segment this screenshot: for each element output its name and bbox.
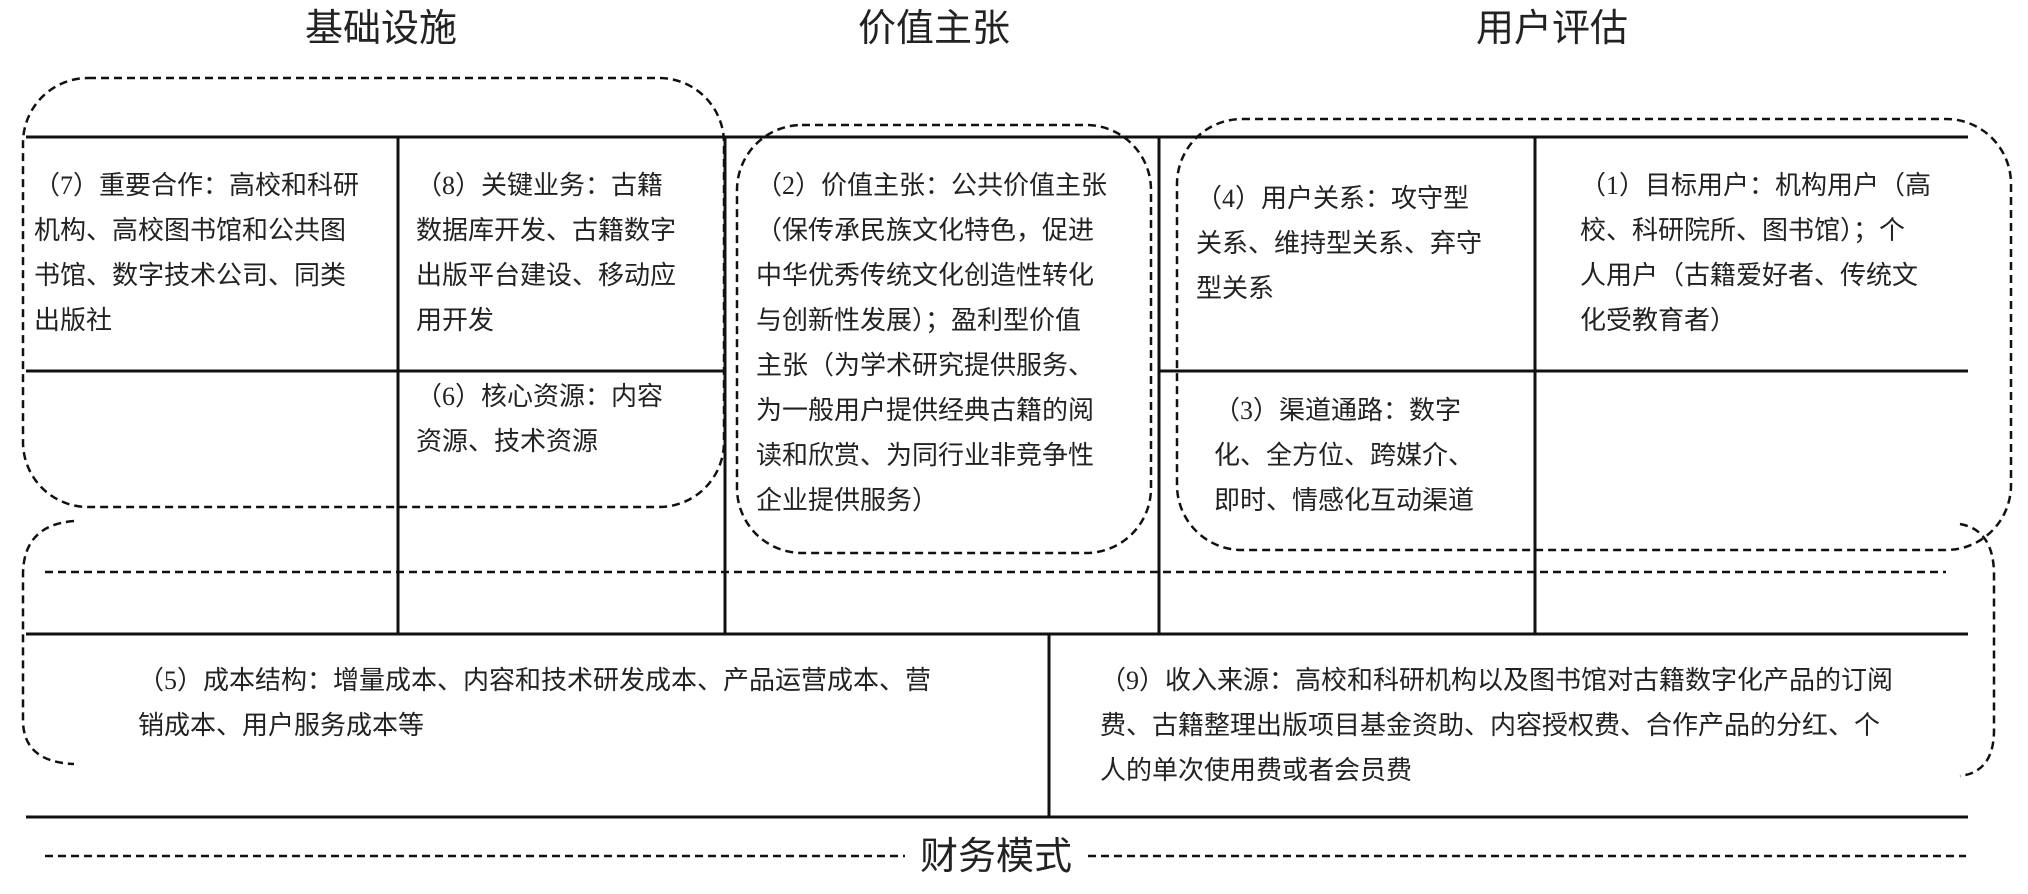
text-line: （保传承民族文化特色，促进 (756, 216, 1095, 245)
text-line: （4）用户关系：攻守型 (1196, 184, 1470, 213)
infrastructure-group-outline (21, 76, 726, 509)
header-finance: 财务模式 (913, 838, 1079, 876)
text-line: 人用户（古籍爱好者、传统文 (1580, 261, 1919, 290)
revenue-streams-block: （9）收入来源：高校和科研机构以及图书馆对古籍数字化产品的订阅 费、古籍整理出版… (1100, 658, 1893, 793)
text-line: 关系、维持型关系、弃守 (1196, 229, 1483, 258)
key-activities-block: （8）关键业务：古籍 数据库开发、古籍数字 出版平台建设、移动应 用开发 (416, 163, 676, 343)
text-line: （6）核心资源：内容 (416, 382, 664, 411)
cost-structure-block: （5）成本结构：增量成本、内容和技术研发成本、产品运营成本、营 销成本、用户服务… (138, 658, 931, 748)
key-partners-block: （7）重要合作：高校和科研 机构、高校图书馆和公共图 书馆、数字技术公司、同类 … (34, 163, 359, 343)
text-line: 中华优秀传统文化创造性转化 (756, 261, 1095, 290)
text-line: 用开发 (416, 306, 495, 335)
header-infrastructure: 基础设施 (304, 8, 458, 50)
finance-left-bracket (21, 519, 75, 766)
header-value: 价值主张 (857, 8, 1011, 50)
text-line: 化受教育者） (1580, 306, 1737, 335)
text-line: 校、科研院所、图书馆）；个 (1580, 216, 1906, 245)
user-group-outline (1175, 117, 2013, 552)
text-line: 出版平台建设、移动应 (416, 261, 677, 290)
header-user: 用户评估 (1475, 8, 1629, 50)
dashed-groups (21, 76, 2013, 858)
text-line: （2）价值主张：公共价值主张 (756, 171, 1108, 200)
text-line: 机构、高校图书馆和公共图 (34, 216, 347, 245)
text-line: 数据库开发、古籍数字 (416, 216, 677, 245)
text-line: （3）渠道通路：数字 (1214, 396, 1462, 425)
text-line: （8）关键业务：古籍 (416, 171, 664, 200)
text-line: 人的单次使用费或者会员费 (1100, 756, 1413, 785)
value-group-outline (735, 123, 1153, 555)
customer-segments-block: （1）目标用户：机构用户（高 校、科研院所、图书馆）；个 人用户（古籍爱好者、传… (1580, 163, 1931, 343)
text-line: 主张（为学术研究提供服务、 (756, 351, 1095, 380)
text-line: 与创新性发展）；盈利型价值 (756, 306, 1082, 335)
text-line: 化、全方位、跨媒介、 (1214, 441, 1475, 470)
finance-right-bracket (1959, 522, 1996, 778)
text-line: 为一般用户提供经典古籍的阅 (756, 396, 1095, 425)
text-line: 读和欣赏、为同行业非竞争性 (756, 441, 1095, 470)
text-line: （5）成本结构：增量成本、内容和技术研发成本、产品运营成本、营 (138, 666, 932, 695)
text-line: 书馆、数字技术公司、同类 (34, 261, 347, 290)
solid-grid (26, 135, 1968, 819)
text-line: 企业提供服务） (756, 486, 939, 515)
text-line: （7）重要合作：高校和科研 (34, 171, 360, 200)
text-line: 即时、情感化互动渠道 (1214, 486, 1475, 515)
text-line: 出版社 (34, 306, 113, 335)
text-line: （1）目标用户：机构用户（高 (1580, 171, 1932, 200)
text-line: 销成本、用户服务成本等 (138, 711, 425, 740)
channels-block: （3）渠道通路：数字 化、全方位、跨媒介、 即时、情感化互动渠道 (1214, 388, 1474, 523)
text-line: 型关系 (1196, 274, 1275, 303)
text-line: 费、古籍整理出版项目基金资助、内容授权费、合作产品的分红、个 (1100, 711, 1881, 740)
key-resources-block: （6）核心资源：内容 资源、技术资源 (416, 374, 663, 464)
value-proposition-block: （2）价值主张：公共价值主张 （保传承民族文化特色，促进 中华优秀传统文化创造性… (756, 163, 1107, 523)
customer-relationships-block: （4）用户关系：攻守型 关系、维持型关系、弃守 型关系 (1196, 176, 1482, 311)
text-line: 资源、技术资源 (416, 427, 599, 456)
text-line: （9）收入来源：高校和科研机构以及图书馆对古籍数字化产品的订阅 (1100, 666, 1894, 695)
